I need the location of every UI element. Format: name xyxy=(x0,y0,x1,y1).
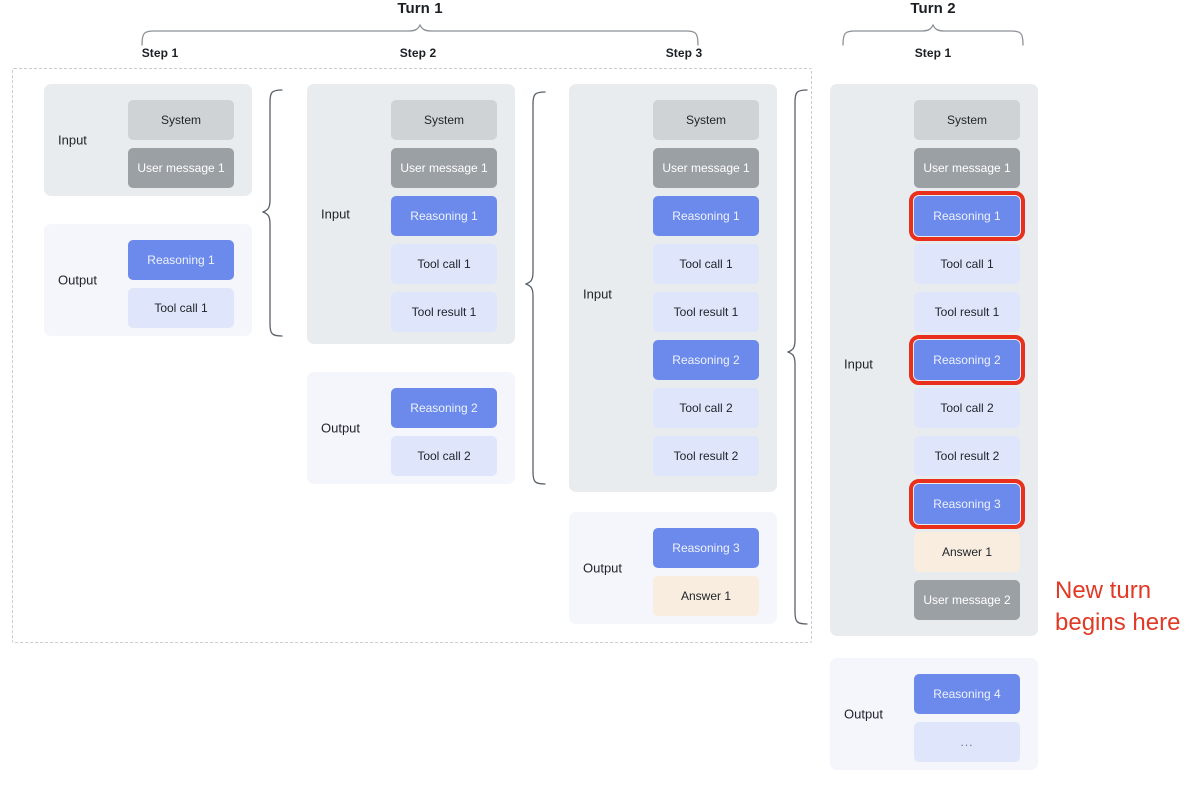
chip-reasoning-2[interactable]: Reasoning 2 xyxy=(909,335,1025,385)
chip-tool-result-1[interactable]: Tool result 1 xyxy=(653,292,759,332)
turn-2-title: Turn 2 xyxy=(910,0,956,17)
chip-tool-call-1[interactable]: Tool call 1 xyxy=(914,244,1020,284)
chip-reasoning-2[interactable]: Reasoning 2 xyxy=(391,388,497,428)
new-turn-annotation: New turn begins here xyxy=(1055,577,1181,636)
turn2-step1-output-label: Output xyxy=(844,706,884,722)
chip-user-message-2[interactable]: User message 2 xyxy=(914,580,1020,620)
step2-output-chips: Reasoning 2 Tool call 2 xyxy=(391,388,497,476)
chip-tool-call-2[interactable]: Tool call 2 xyxy=(914,388,1020,428)
step-2-brace xyxy=(525,91,546,485)
turn-2-brace xyxy=(842,24,1024,46)
chip-reasoning-1[interactable]: Reasoning 1 xyxy=(391,196,497,236)
step-title-3: Step 3 xyxy=(665,46,703,60)
chip-answer-1[interactable]: Answer 1 xyxy=(914,532,1020,572)
chip-user-message-1[interactable]: User message 1 xyxy=(914,148,1020,188)
chip-tool-call-1[interactable]: Tool call 1 xyxy=(653,244,759,284)
step3-output-label: Output xyxy=(583,560,623,576)
chip-tool-call-1[interactable]: Tool call 1 xyxy=(128,288,234,328)
turn2-step1-output-chips: Reasoning 4 ... xyxy=(914,674,1020,762)
step2-output-panel: Output Reasoning 2 Tool call 2 xyxy=(307,372,515,484)
chip-user-message-1[interactable]: User message 1 xyxy=(653,148,759,188)
step1-output-label: Output xyxy=(58,272,98,288)
turn2-step1-output-panel: Output Reasoning 4 ... xyxy=(830,658,1038,770)
chip-tool-call-1[interactable]: Tool call 1 xyxy=(391,244,497,284)
step3-input-panel: Input System User message 1 Reasoning 1 … xyxy=(569,84,777,492)
turn-1-title: Turn 1 xyxy=(397,0,443,17)
chip-system[interactable]: System xyxy=(128,100,234,140)
step-1-brace xyxy=(262,89,283,337)
chip-system[interactable]: System xyxy=(653,100,759,140)
step1-output-panel: Output Reasoning 1 Tool call 1 xyxy=(44,224,252,336)
step1-input-panel: Input System User message 1 xyxy=(44,84,252,196)
step3-output-chips: Reasoning 3 Answer 1 xyxy=(653,528,759,616)
step2-input-panel: Input System User message 1 Reasoning 1 … xyxy=(307,84,515,344)
chip-reasoning-1[interactable]: Reasoning 1 xyxy=(128,240,234,280)
chip-system[interactable]: System xyxy=(391,100,497,140)
chip-answer-1[interactable]: Answer 1 xyxy=(653,576,759,616)
chip-reasoning-3[interactable]: Reasoning 3 xyxy=(653,528,759,568)
chip-reasoning-3[interactable]: Reasoning 3 xyxy=(909,479,1025,529)
step2-input-label: Input xyxy=(321,206,350,222)
chip-tool-result-2[interactable]: Tool result 2 xyxy=(914,436,1020,476)
step1-input-label: Input xyxy=(58,132,87,148)
turn2-step1-input-panel: Input System User message 1 Reasoning 1 … xyxy=(830,84,1038,636)
turn-1-region xyxy=(12,68,812,643)
chip-reasoning-1[interactable]: Reasoning 1 xyxy=(909,191,1025,241)
turn-1-brace xyxy=(141,24,699,46)
chip-tool-result-1[interactable]: Tool result 1 xyxy=(914,292,1020,332)
step3-input-chips: System User message 1 Reasoning 1 Tool c… xyxy=(653,100,759,476)
turn2-step1-input-label: Input xyxy=(844,356,873,372)
step1-output-chips: Reasoning 1 Tool call 1 xyxy=(128,240,234,328)
step-3-brace xyxy=(787,89,808,625)
step3-input-label: Input xyxy=(583,286,612,302)
chip-ellipsis[interactable]: ... xyxy=(914,722,1020,762)
step-title-2: Step 2 xyxy=(399,46,437,60)
step-title-1: Step 1 xyxy=(141,46,179,60)
chip-tool-result-1[interactable]: Tool result 1 xyxy=(391,292,497,332)
chip-system[interactable]: System xyxy=(914,100,1020,140)
chip-reasoning-4[interactable]: Reasoning 4 xyxy=(914,674,1020,714)
step2-output-label: Output xyxy=(321,420,361,436)
chip-tool-call-2[interactable]: Tool call 2 xyxy=(653,388,759,428)
step-title-t2-1: Step 1 xyxy=(914,46,952,60)
chip-tool-result-2[interactable]: Tool result 2 xyxy=(653,436,759,476)
chip-user-message-1[interactable]: User message 1 xyxy=(391,148,497,188)
chip-reasoning-1[interactable]: Reasoning 1 xyxy=(653,196,759,236)
step2-input-chips: System User message 1 Reasoning 1 Tool c… xyxy=(391,100,497,332)
step1-input-chips: System User message 1 xyxy=(128,100,234,188)
chip-tool-call-2[interactable]: Tool call 2 xyxy=(391,436,497,476)
chip-reasoning-2[interactable]: Reasoning 2 xyxy=(653,340,759,380)
chip-user-message-1[interactable]: User message 1 xyxy=(128,148,234,188)
turn2-step1-input-chips: System User message 1 Reasoning 1 Tool c… xyxy=(909,100,1025,620)
step3-output-panel: Output Reasoning 3 Answer 1 xyxy=(569,512,777,624)
